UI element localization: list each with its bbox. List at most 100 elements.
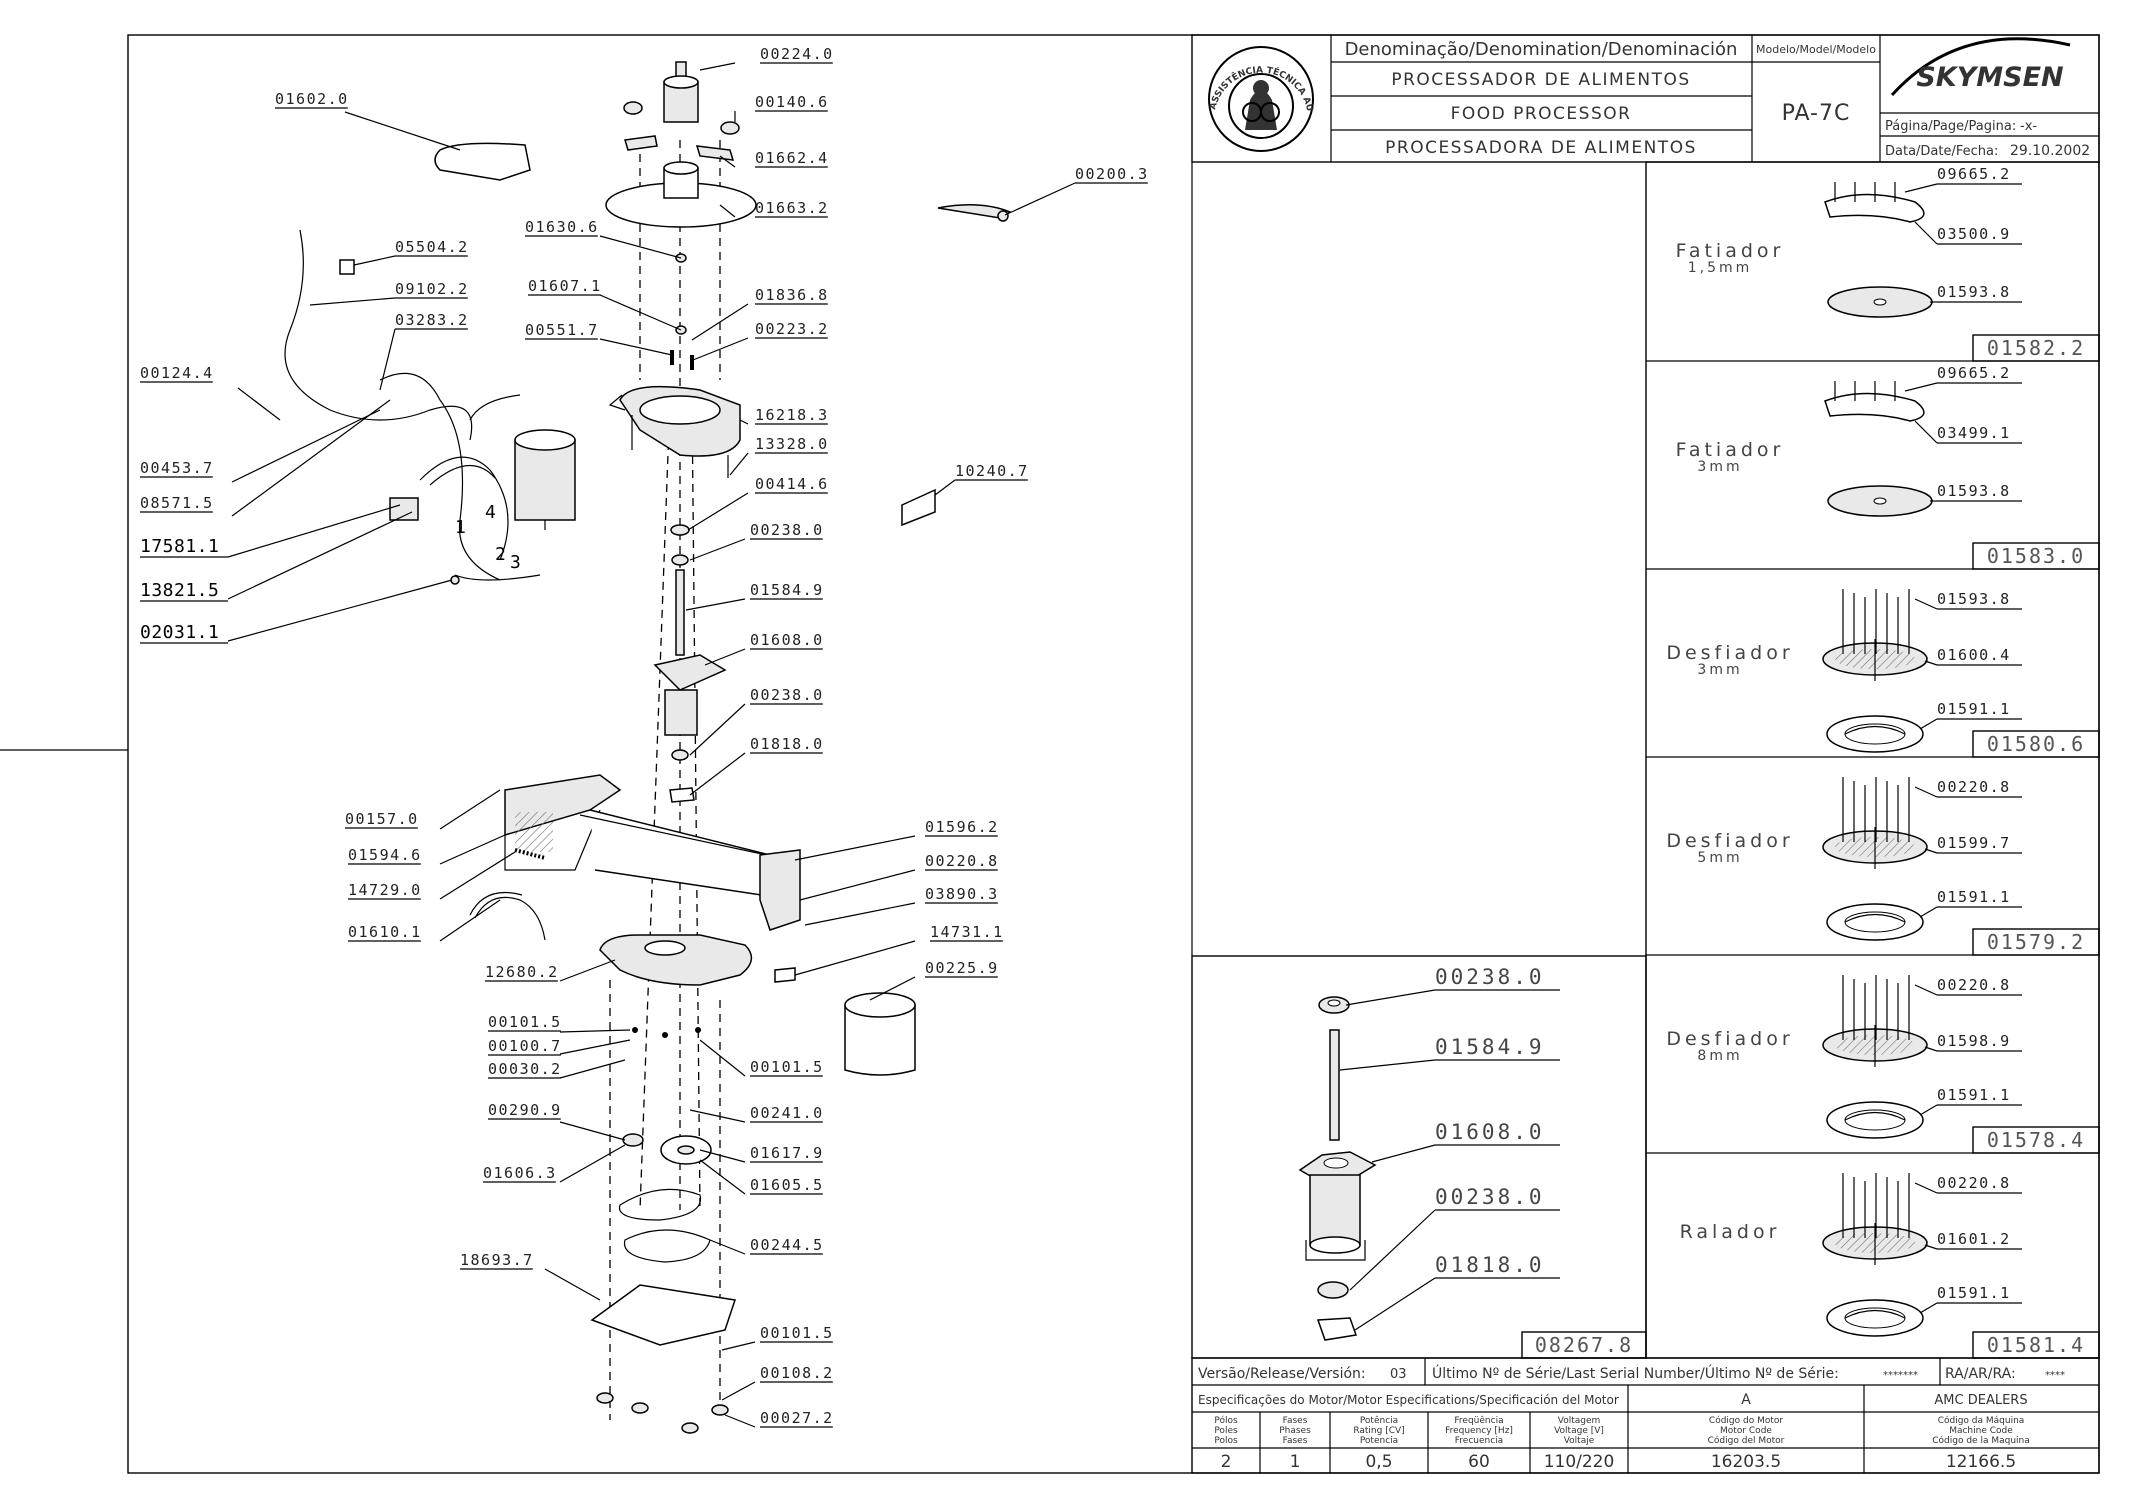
wire-number: 1 (455, 517, 466, 538)
motor-spec-header: Rating [CV] (1353, 1426, 1404, 1436)
disc-size: 3mm (1697, 459, 1742, 475)
part-label: 01630.6 (525, 218, 599, 236)
serial-value: ******* (1883, 1370, 1918, 1381)
part-label: 00238.0 (750, 686, 824, 704)
disc-code: 01583.0 (1987, 544, 2085, 568)
part-label: 01610.1 (348, 923, 422, 941)
part-label: 05504.2 (395, 238, 469, 256)
disc-part-label: 01599.7 (1937, 834, 2011, 852)
disc-size: 5mm (1697, 850, 1742, 866)
motor-spec-header: Voltaje (1564, 1436, 1595, 1446)
motor-spec-value: 12166.5 (1946, 1452, 2016, 1472)
part-label: 16218.3 (755, 406, 829, 424)
part-label: 00101.5 (488, 1013, 562, 1031)
motor-spec-value: 1 (1290, 1452, 1301, 1472)
part-label: 00220.8 (925, 852, 999, 870)
harness-part-label: 17581.1 (140, 536, 219, 557)
part-label: 03283.2 (395, 311, 469, 329)
part-label: 01594.6 (348, 846, 422, 864)
name-es: PROCESSADORA DE ALIMENTOS (1385, 138, 1697, 158)
disc-part-label: 00220.8 (1937, 1174, 2011, 1192)
disc-part-label: 01591.1 (1937, 1284, 2011, 1302)
disc-code: 01580.6 (1987, 732, 2085, 756)
part-label: 00101.5 (760, 1324, 834, 1342)
part-label: 12680.2 (485, 963, 559, 981)
disc-part-label: 00220.8 (1937, 976, 2011, 994)
part-label: 03890.3 (925, 885, 999, 903)
svg-text:ASSISTÊNCIA TÉCNICA AUTORIZADA: ASSISTÊNCIA TÉCNICA AUTORIZADA (0, 0, 1314, 112)
disc-name: Fatiador (1676, 240, 1785, 262)
motor-spec-header: Potencia (1360, 1436, 1398, 1446)
part-label: 00225.9 (925, 959, 999, 977)
disc-part-label: 01598.9 (1937, 1032, 2011, 1050)
disc-part-label: 01591.1 (1937, 1086, 2011, 1104)
motor-spec-value: 0,5 (1365, 1452, 1392, 1472)
part-label: 01607.1 (528, 277, 602, 295)
disc-name: Desfiador (1666, 830, 1793, 852)
detail-part-label: 01818.0 (1435, 1253, 1545, 1277)
part-label: 01617.9 (750, 1144, 824, 1162)
motor-spec-header: Freqüência (1454, 1415, 1503, 1426)
motor-spec-value: 16203.5 (1711, 1452, 1781, 1472)
part-label: 00453.7 (140, 459, 214, 477)
seal-text: ASSISTÊNCIA TÉCNICA AUTORIZADA (0, 0, 1314, 112)
part-label: 00224.0 (760, 45, 834, 63)
wire-number: 4 (485, 502, 496, 523)
part-label: 00244.5 (750, 1236, 824, 1254)
model-header: Modelo/Model/Modelo (1756, 43, 1876, 56)
disc-part-label: 01591.1 (1937, 700, 2011, 718)
detail-part-label: 01608.0 (1435, 1120, 1545, 1144)
motor-spec-header: Motor Code (1720, 1426, 1772, 1436)
part-label: 01818.0 (750, 735, 824, 753)
shaft-detail-view (1298, 989, 1436, 1341)
detail-part-label: 00238.0 (1435, 965, 1545, 989)
part-label: 01608.0 (750, 631, 824, 649)
detail-part-label: 01584.9 (1435, 1035, 1545, 1059)
title-block: ASSISTÊNCIA TÉCNICA AUTORIZADA Denominaç… (0, 0, 2100, 163)
model-value: PA-7C (1782, 101, 1851, 126)
harness-part-label: 13821.5 (140, 580, 219, 601)
motor-spec-header: Frecuencia (1455, 1436, 1503, 1446)
part-label: 01605.5 (750, 1176, 824, 1194)
part-label: 01836.8 (755, 286, 829, 304)
part-label: 10240.7 (955, 462, 1029, 480)
leader-lines (140, 62, 1148, 1428)
part-label: 00108.2 (760, 1364, 834, 1382)
dealers: AMC DEALERS (1934, 1393, 2027, 1408)
part-label: 01662.4 (755, 149, 829, 167)
part-label: 01596.2 (925, 818, 999, 836)
date-label: Data/Date/Fecha: (1885, 144, 1998, 159)
motor-spec-header: Voltagem (1558, 1416, 1601, 1426)
ra-label: RA/AR/RA: (1945, 1366, 2016, 1382)
part-label: 00200.3 (1075, 165, 1149, 183)
disc-code: 01581.4 (1987, 1333, 2085, 1357)
part-label: 00101.5 (750, 1058, 824, 1076)
part-label: 00027.2 (760, 1409, 834, 1427)
disc-part-label: 01600.4 (1937, 646, 2011, 664)
part-label: 00157.0 (345, 810, 419, 828)
part-label: 00140.6 (755, 93, 829, 111)
motor-spec-header: Potência (1360, 1415, 1398, 1426)
motor-spec-header: Código do Motor (1709, 1415, 1783, 1426)
disc-code: 01582.2 (1987, 336, 2085, 360)
disc-part-label: 01593.8 (1937, 283, 2011, 301)
part-label: 00124.4 (140, 364, 214, 382)
part-label: 00414.6 (755, 475, 829, 493)
page-label: Página/Page/Pagina: (1885, 119, 2016, 134)
part-label: 00241.0 (750, 1104, 824, 1122)
motor-spec-header: Poles (1214, 1426, 1238, 1436)
disc-part-label: 01593.8 (1937, 482, 2011, 500)
part-label: 01606.3 (483, 1164, 557, 1182)
disc-part-label: 01591.1 (1937, 888, 2011, 906)
disc-section: Fatiador1,5mm09665.203500.901593.801582.… (1676, 165, 2100, 362)
motor-spec-header: Frequency [Hz] (1445, 1426, 1513, 1436)
motor-spec-header: Código del Motor (1708, 1435, 1785, 1446)
disc-code: 01579.2 (1987, 930, 2085, 954)
brand-logo: SKYMSEN (1890, 37, 2071, 97)
disc-part-label: 03500.9 (1937, 225, 2011, 243)
